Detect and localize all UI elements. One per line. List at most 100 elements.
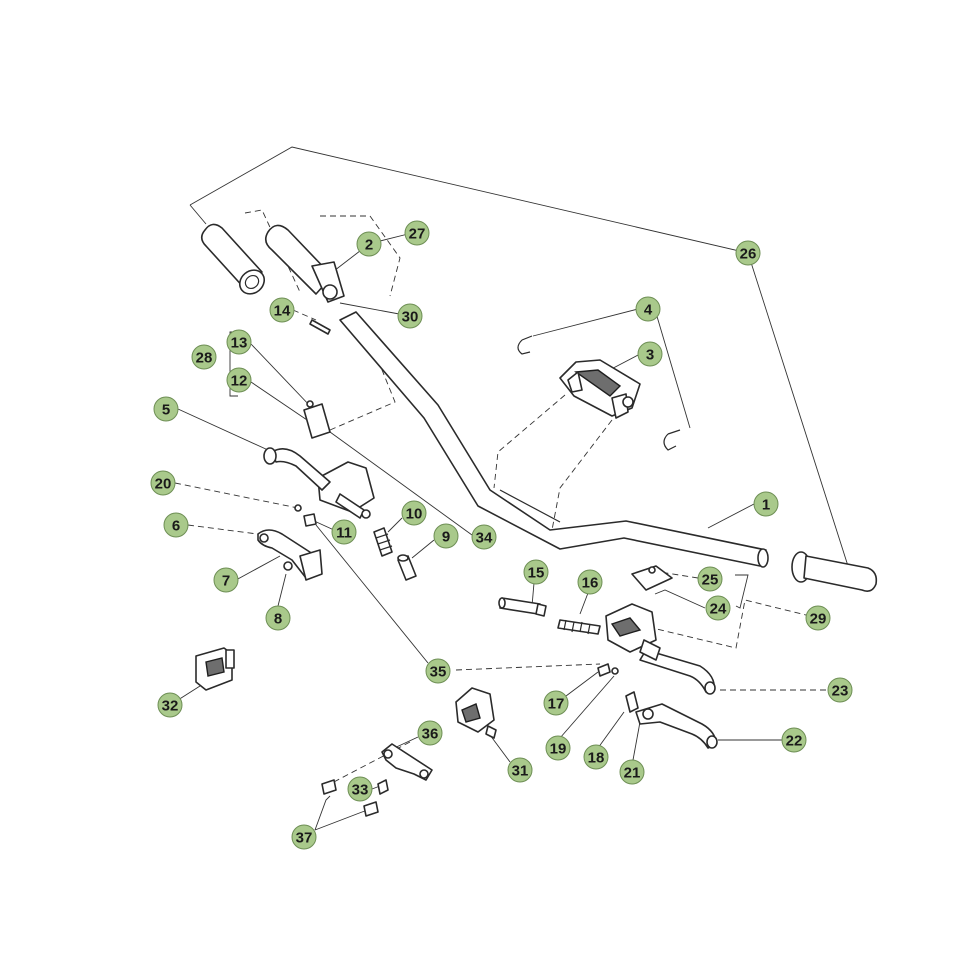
callout-20: 20 (150, 470, 176, 496)
callout-1: 1 (753, 491, 779, 517)
callout-18: 18 (583, 744, 609, 770)
callout-number: 28 (196, 350, 213, 367)
callout-badge (781, 727, 807, 753)
mount-bracket (381, 743, 433, 781)
screw-17 (597, 663, 611, 677)
top-clamp (559, 359, 641, 419)
callout-badge (697, 566, 723, 592)
callout-number: 23 (832, 683, 849, 700)
callout-badge (735, 240, 761, 266)
callout-badge (635, 296, 661, 322)
callout-number: 6 (172, 518, 180, 535)
screw-20 (294, 504, 302, 512)
callout-number: 36 (422, 726, 439, 743)
callout-badge (213, 567, 239, 593)
callout-badge (226, 367, 252, 393)
callout-number: 24 (710, 601, 727, 618)
callout-number: 3 (646, 347, 654, 364)
adjuster-15 (498, 597, 547, 617)
brake-lever-22 (635, 703, 718, 749)
callout-badge (417, 720, 443, 746)
callout-number: 34 (476, 530, 493, 547)
mount-block (195, 647, 235, 691)
nut-19 (611, 667, 619, 675)
nut-33 (377, 779, 389, 795)
clutch-lever (257, 529, 323, 581)
callout-number: 7 (222, 573, 230, 590)
callout-badge (425, 658, 451, 684)
clutch-perch-assembly (263, 447, 375, 519)
callout-2: 2 (356, 231, 382, 257)
small-pin-14 (309, 319, 331, 335)
callout-number: 33 (352, 782, 369, 799)
callout-15: 15 (523, 559, 549, 585)
callout-badge (401, 500, 427, 526)
callout-badge (805, 605, 831, 631)
callout-12: 12 (226, 367, 252, 393)
switch-housing (455, 687, 497, 739)
callout-badge (507, 757, 533, 783)
callout-number: 25 (702, 572, 719, 589)
callout-badge (191, 344, 217, 370)
callout-number: 16 (582, 575, 599, 592)
callout-22: 22 (781, 727, 807, 753)
callout-25: 25 (697, 566, 723, 592)
callout-badge (150, 470, 176, 496)
callout-24: 24 (705, 595, 731, 621)
callout-23: 23 (827, 677, 853, 703)
callout-badge (619, 759, 645, 785)
callout-badge (471, 524, 497, 550)
callout-badge (543, 690, 569, 716)
callout-number: 14 (274, 303, 291, 320)
callout-35: 35 (425, 658, 451, 684)
callout-badge (583, 744, 609, 770)
callout-badge (291, 824, 317, 850)
callout-badge (163, 512, 189, 538)
callout-badge (157, 692, 183, 718)
callout-number: 27 (409, 226, 426, 243)
callout-badge (347, 776, 373, 802)
handlebar (339, 311, 769, 568)
callout-layer: 1234567891011121314151617181920212223242… (150, 220, 853, 850)
callout-6: 6 (163, 512, 189, 538)
callout-number: 29 (810, 611, 827, 628)
callout-number: 11 (336, 525, 352, 542)
callout-10: 10 (401, 500, 427, 526)
callout-number: 4 (644, 302, 653, 319)
callout-number: 22 (786, 733, 803, 750)
callout-number: 26 (740, 246, 757, 263)
callout-37: 37 (291, 824, 317, 850)
switch-parts-12-13 (303, 400, 331, 439)
callout-28: 28 (191, 344, 217, 370)
reservoir-cap (631, 565, 673, 591)
callout-9: 9 (433, 523, 459, 549)
callout-badge (577, 569, 603, 595)
callout-badge (827, 677, 853, 703)
callout-26: 26 (735, 240, 761, 266)
callout-number: 8 (274, 611, 282, 628)
callout-number: 12 (231, 373, 248, 390)
clip-lower (663, 429, 681, 451)
clip-upper (517, 335, 533, 355)
callout-29: 29 (805, 605, 831, 631)
callout-number: 18 (588, 750, 605, 767)
callout-21: 21 (619, 759, 645, 785)
callout-number: 32 (162, 698, 179, 715)
callout-number: 31 (512, 763, 529, 780)
callout-badge (269, 297, 295, 323)
callout-7: 7 (213, 567, 239, 593)
spring-10 (373, 527, 393, 557)
callout-number: 19 (550, 741, 567, 758)
callout-5: 5 (153, 396, 179, 422)
callout-17: 17 (543, 690, 569, 716)
screw-11 (303, 513, 317, 527)
callout-16: 16 (577, 569, 603, 595)
bolt-37-upper (321, 779, 337, 795)
bolt-37-lower (363, 801, 379, 817)
callout-number: 10 (406, 506, 423, 523)
callout-13: 13 (226, 329, 252, 355)
callout-19: 19 (545, 735, 571, 761)
callout-number: 35 (430, 664, 447, 681)
callout-badge (153, 396, 179, 422)
callout-number: 37 (296, 830, 313, 847)
